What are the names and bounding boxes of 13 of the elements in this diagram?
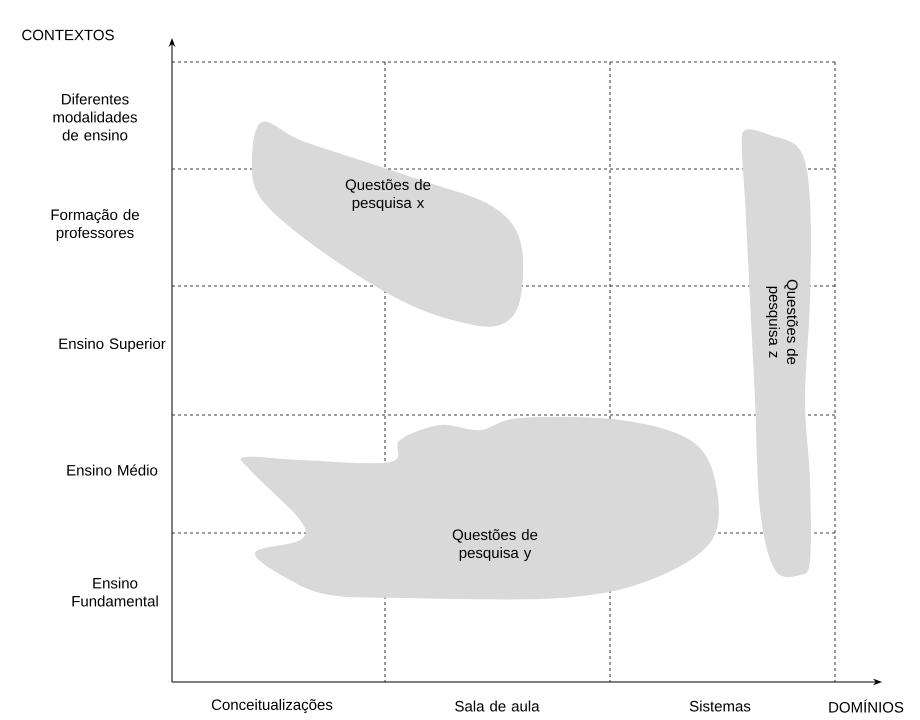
row-label: Formação de professores xyxy=(52,209,139,241)
row-label: Ensino Superior xyxy=(59,338,166,352)
row-label: Ensino Médio xyxy=(67,464,158,476)
axis-title: DOMÍNIOS xyxy=(829,699,904,713)
question-blob: Questões de pesquisa y xyxy=(240,416,719,600)
column-label: Sistemas xyxy=(690,700,750,712)
row-label: Diferentes modalidades de ensino xyxy=(53,94,137,140)
row-label: Ensino Fundamental xyxy=(72,578,158,606)
axis-title: CONTEXTOS xyxy=(22,30,114,40)
question-blob: Questões de pesquisa z xyxy=(742,129,811,578)
column-label: Sala de aula xyxy=(455,700,540,712)
column-label: Conceitualizações xyxy=(212,698,332,714)
question-blob: Questões de pesquisa x xyxy=(252,122,524,327)
